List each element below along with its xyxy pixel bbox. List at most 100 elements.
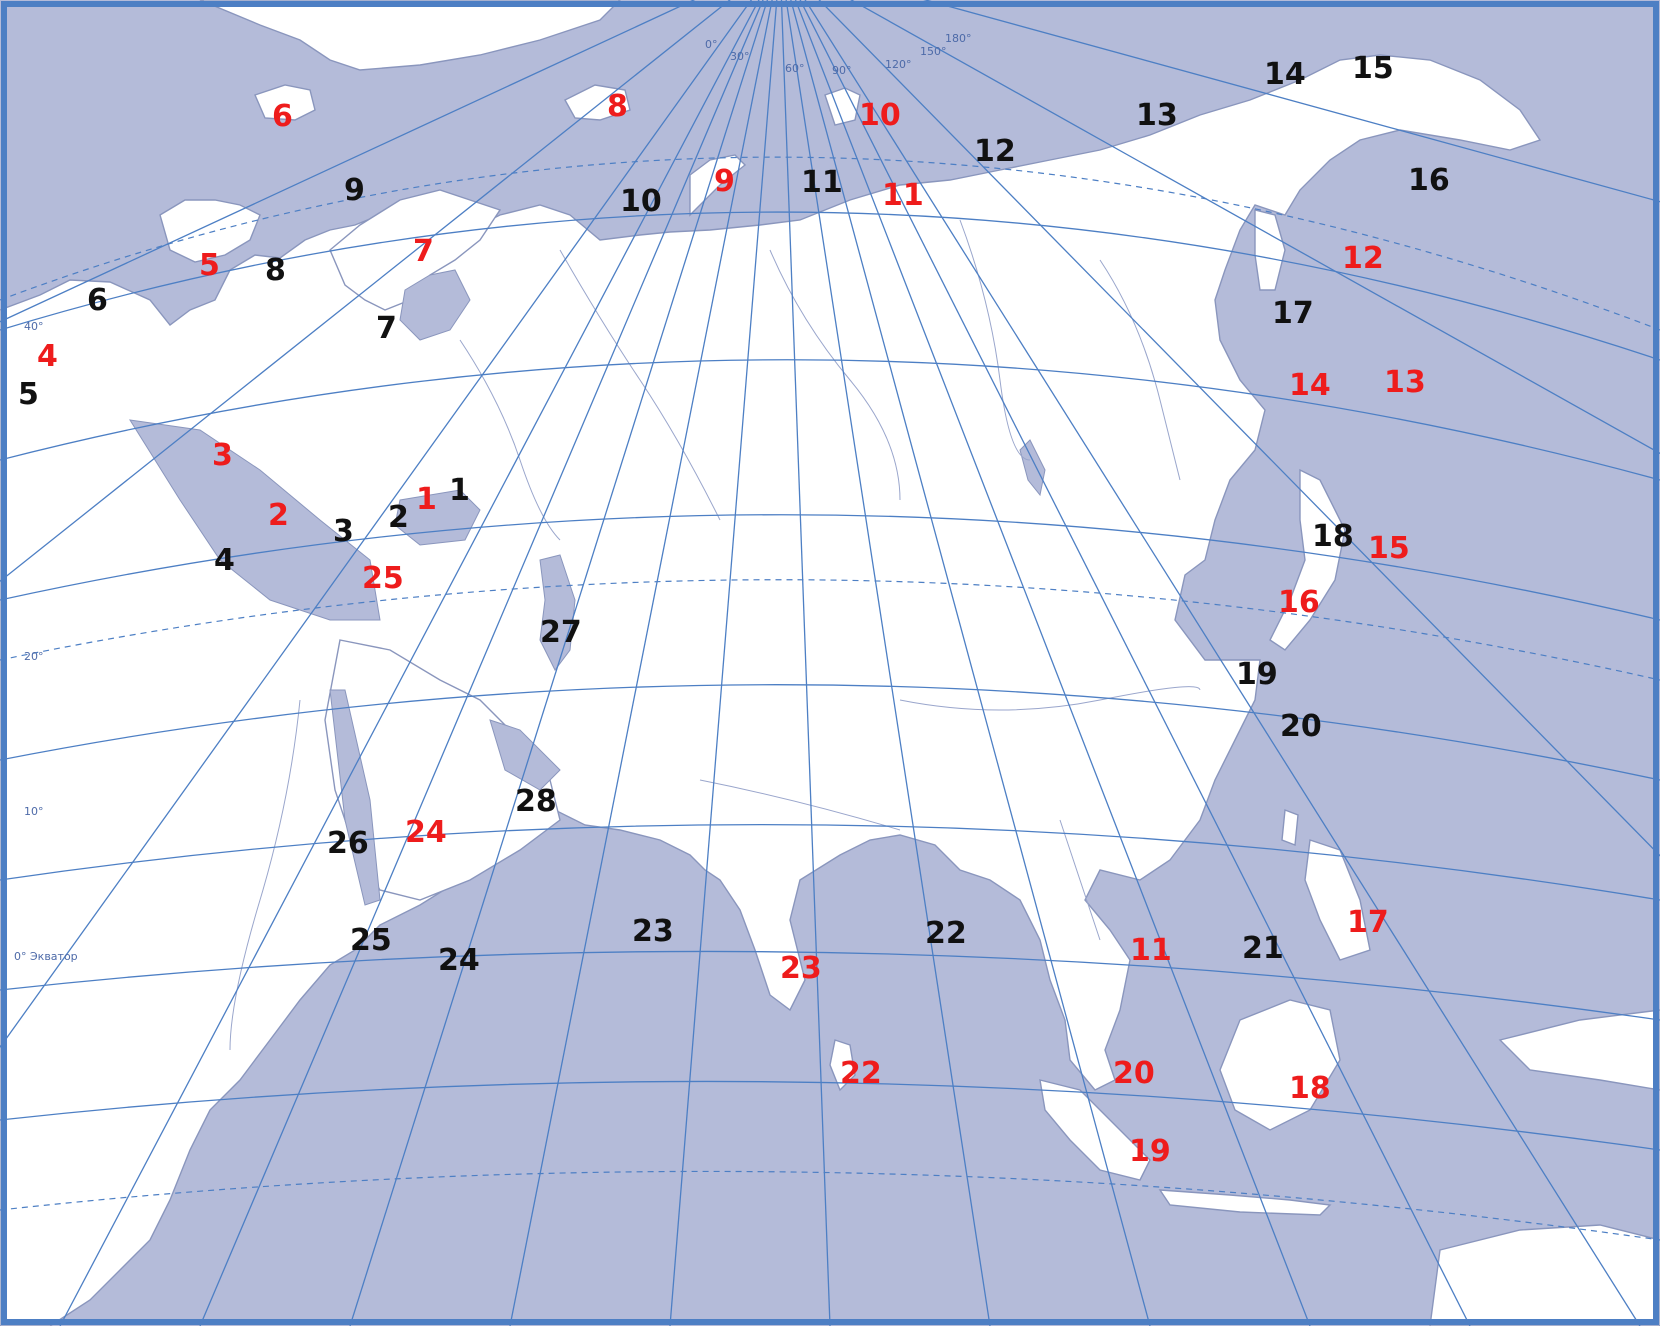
map-label-red: 5 (199, 248, 220, 283)
river (229, 699, 301, 1051)
equator-line (0, 950, 1660, 1021)
black-sea (394, 489, 481, 546)
map-label-red: 17 (1347, 905, 1389, 940)
inland-seas-layer (129, 269, 1046, 906)
red-labels: 1 2 3 4 5 6 7 8 9 10 11 11 12 13 14 15 1… (37, 89, 1426, 1169)
parallel-line (0, 211, 1660, 361)
map-label-red: 24 (405, 815, 447, 850)
meridian-tick: 90° (832, 64, 852, 77)
map-label-black: 6 (87, 283, 108, 318)
map-label-black: 13 (1136, 98, 1178, 133)
parallel-line (0, 1080, 1660, 1151)
parallel-tick: 20° (24, 650, 44, 663)
degree-ticks-parallels: 40° 20° 10° 0° Экватор (14, 320, 78, 963)
river (699, 779, 901, 831)
map-label-black: 1 (449, 473, 470, 508)
island-great-britain (159, 199, 261, 263)
map-label-red: 11 (1130, 933, 1172, 968)
map-label-black: 2 (388, 500, 409, 535)
map-label-red: 6 (272, 99, 293, 134)
map-label-black: 4 (214, 543, 235, 578)
map-label-black: 11 (801, 165, 843, 200)
meridian-line (790, 0, 1151, 1326)
island-java (1158, 1189, 1332, 1216)
meridian-line (785, 0, 991, 1326)
meridian-line (850, 0, 1660, 455)
map-label-black: 28 (515, 784, 557, 819)
map-label-red: 1 (416, 482, 437, 517)
island-svalbard (564, 84, 631, 121)
map-label-black: 26 (327, 826, 369, 861)
landmass-australia (1429, 1224, 1660, 1326)
meridian-line (669, 0, 778, 1326)
baltic-sea (399, 269, 471, 341)
parallel-tick: 0° Экватор (14, 950, 78, 963)
map-label-red: 12 (1342, 241, 1384, 276)
map-label-black: 17 (1272, 296, 1314, 331)
map-label-red: 20 (1113, 1056, 1155, 1091)
map-label-black: 22 (925, 916, 967, 951)
map-label-black: 15 (1352, 51, 1394, 86)
map-label-black: 19 (1236, 657, 1278, 692)
map-label-red: 7 (413, 234, 434, 269)
lake-baikal (1019, 439, 1046, 497)
caspian-sea (539, 554, 576, 671)
meridian-line (0, 0, 753, 1049)
map-label-red: 2 (268, 498, 289, 533)
meridian-tick: 150° (920, 45, 947, 58)
meridian-line (509, 0, 773, 1326)
meridian-tick: 180° (945, 32, 972, 45)
map-label-black: 24 (438, 943, 480, 978)
parallel-line (0, 359, 1660, 481)
map-label-black: 12 (974, 134, 1016, 169)
river (559, 249, 721, 521)
map-label-red: 15 (1368, 531, 1410, 566)
map-label-black: 3 (333, 514, 354, 549)
map-label-red: 4 (37, 339, 58, 374)
map-label-black: 27 (540, 615, 582, 650)
meridian-line (818, 0, 1660, 857)
map-label-red: 16 (1278, 585, 1320, 620)
meridian-line (0, 0, 696, 323)
parallel-tick: 10° (24, 805, 44, 818)
map-label-black: 9 (344, 173, 365, 208)
map-label-red: 9 (714, 164, 735, 199)
map-label-black: 8 (265, 253, 286, 288)
map-label-black: 23 (632, 914, 674, 949)
graticule-parallels (0, 156, 1660, 1241)
parallel-line (0, 684, 1660, 781)
map-label-black: 25 (350, 923, 392, 958)
meridian-line (799, 0, 1471, 1326)
island-japan (1269, 468, 1346, 651)
meridian-tick: 30° (730, 50, 750, 63)
arctic-circle-line (0, 156, 1660, 331)
meridian-tick: 60° (785, 62, 805, 75)
island-philippines (1304, 839, 1371, 961)
meridian-line (794, 0, 1311, 1326)
meridian-tick: 0° (705, 38, 718, 51)
landmass-arabia (324, 639, 561, 901)
map-label-red: 3 (212, 438, 233, 473)
meridian-line (199, 0, 764, 1326)
island-sumatra (1039, 1079, 1151, 1181)
map-label-red: 18 (1289, 1071, 1331, 1106)
river (769, 249, 901, 501)
map-label-red: 11 (882, 178, 924, 213)
map-label-red: 10 (859, 98, 901, 133)
mediterranean-sea (129, 419, 381, 621)
island-borneo (1219, 999, 1341, 1131)
river (1099, 259, 1181, 481)
tropic-line (0, 579, 1660, 681)
meridian-line (780, 0, 831, 1326)
parallel-line (0, 514, 1660, 621)
meridian-line (59, 0, 760, 1326)
map-label-black: 16 (1408, 163, 1450, 198)
map-label-black: 7 (376, 311, 397, 346)
map-label-red: 14 (1289, 368, 1331, 403)
island-new-guinea (1498, 1009, 1660, 1091)
red-sea (329, 689, 381, 906)
map-label-black: 5 (18, 377, 39, 412)
